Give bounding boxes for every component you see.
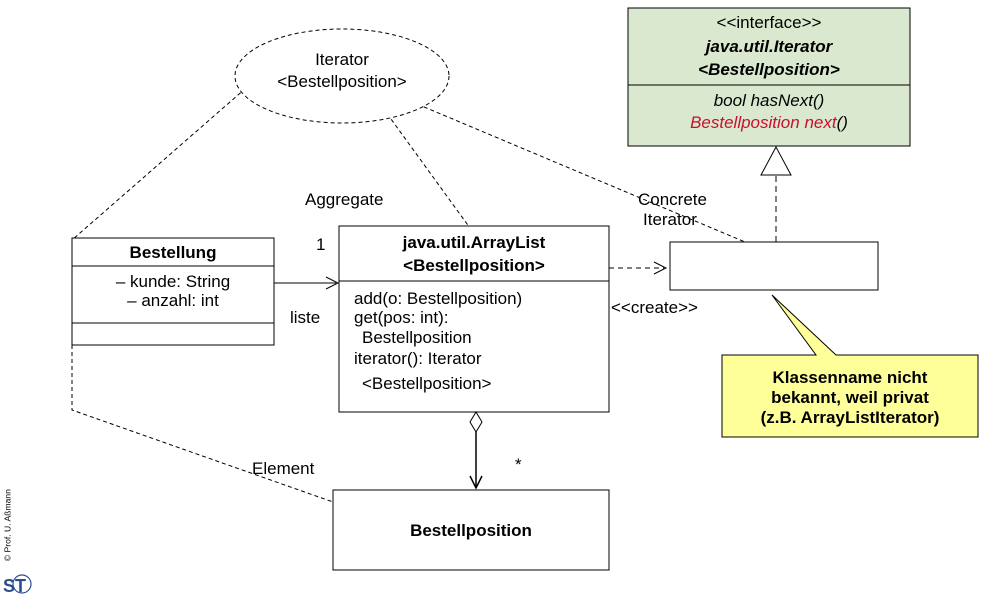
interface-name-line1: java.util.Iterator — [704, 37, 834, 56]
bestellposition-class-box — [332, 489, 610, 571]
iterator-collaboration-ellipse — [234, 28, 450, 124]
interface-op-next-type: Bestellposition — [690, 113, 800, 132]
arraylist-name-line1: java.util.ArrayList — [402, 233, 546, 252]
arraylist-name-line2: <Bestellposition> — [403, 256, 545, 275]
st-logo-circle — [12, 574, 32, 594]
realization-arrowhead — [760, 145, 792, 176]
interface-op-hasnext: bool hasNext() — [714, 91, 825, 110]
arraylist-op-get-line2: Bestellposition — [362, 328, 472, 347]
callout-bubble — [721, 294, 979, 438]
bestellung-attr-anzahl: – anzahl: int — [127, 291, 219, 310]
arraylist-class-box — [338, 225, 610, 413]
aggregate-role-line — [382, 107, 471, 229]
copyright-text: © Prof. U. Aßmann — [3, 489, 13, 561]
interface-name-line2: <Bestellposition> — [698, 60, 840, 79]
concrete-label-line1: Concrete — [638, 190, 707, 209]
create-dependency-arrowhead — [653, 261, 668, 275]
concrete-label-line2: Iterator — [643, 210, 697, 229]
element-role-label: Element — [252, 459, 315, 478]
iterator-interface-box — [627, 7, 911, 147]
st-logo-icon: ST — [3, 574, 32, 596]
bestellung-name: Bestellung — [130, 243, 217, 262]
concrete-iterator-box — [669, 241, 879, 291]
st-logo-text: ST — [3, 576, 26, 596]
arraylist-op-iterator-line2: <Bestellposition> — [362, 374, 492, 393]
bestellposition-name: Bestellposition — [410, 521, 532, 540]
aggregation-diamond — [469, 411, 483, 433]
interface-op-next: Bestellposition next() — [690, 113, 848, 132]
aggregation-arrowhead — [469, 475, 483, 490]
multiplicity-many: * — [515, 455, 522, 474]
aggregate-label: Aggregate — [305, 190, 383, 209]
association-arrowhead — [325, 276, 340, 290]
copyright-notice: © Prof. U. Aßmann — [3, 489, 13, 561]
callout-line2: bekannt, weil privat — [771, 388, 929, 407]
arraylist-op-iterator-line1: iterator(): Iterator — [354, 349, 482, 368]
callout-line1: Klassenname nicht — [773, 368, 928, 387]
multiplicity-one: 1 — [316, 235, 325, 254]
bestellung-class-box — [71, 237, 275, 346]
callout-line3: (z.B. ArrayListIterator) — [761, 408, 940, 427]
arraylist-op-add: add(o: Bestellposition) — [354, 289, 522, 308]
liste-role-label: liste — [290, 308, 320, 327]
create-stereotype-label: <<create>> — [611, 298, 698, 317]
arraylist-op-get-line1: get(pos: int): — [354, 308, 449, 327]
bestellung-attr-kunde: – kunde: String — [116, 272, 230, 291]
interface-stereotype: <<interface>> — [717, 13, 822, 32]
iterator-role-line2: <Bestellposition> — [277, 72, 407, 91]
iterator-role-line1: Iterator — [315, 50, 369, 69]
interface-op-next-name: next — [804, 113, 837, 132]
interface-op-next-parens: () — [837, 113, 848, 132]
